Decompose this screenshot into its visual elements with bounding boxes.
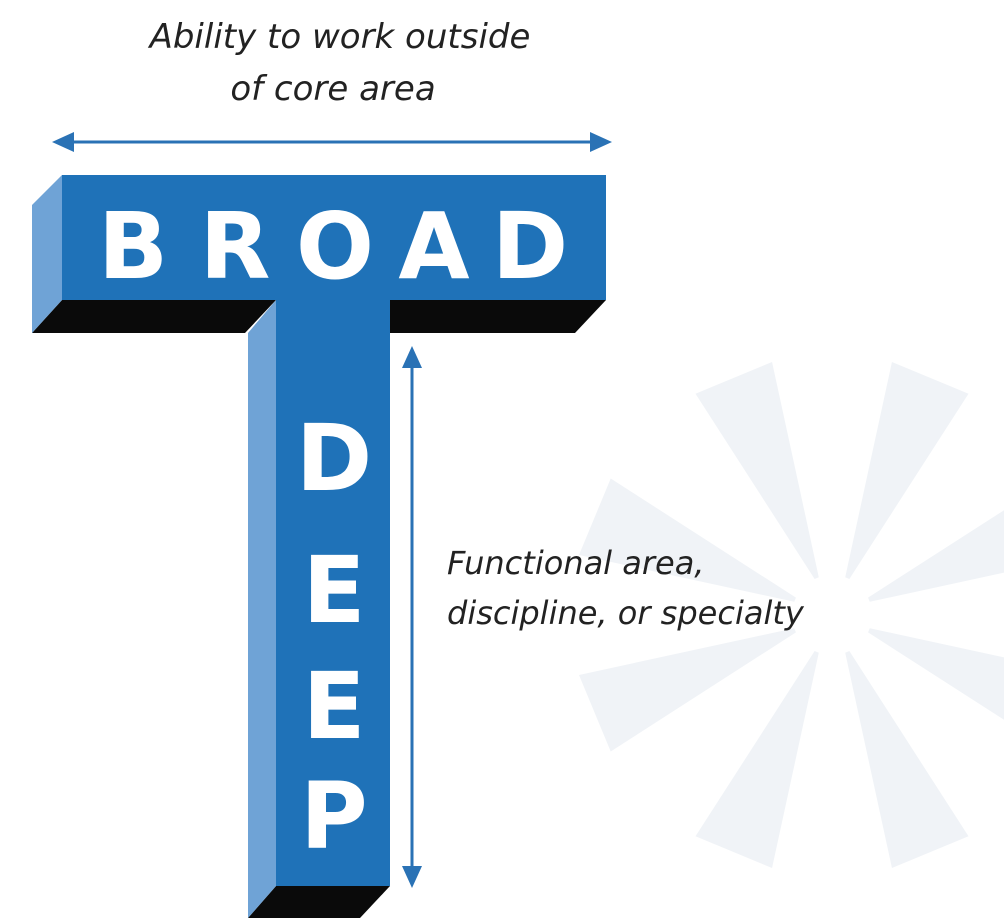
stem-side (248, 300, 276, 918)
sunburst-ray (579, 628, 796, 752)
double-arrow-horizontal-icon (52, 132, 612, 152)
deep-label: D E E P (296, 405, 372, 870)
sunburst-watermark-icon (579, 362, 1004, 868)
deep-letter-3: E (303, 653, 366, 760)
broad-letter-4: A (398, 193, 469, 300)
crossbar-front (62, 175, 606, 300)
sunburst-ray (695, 362, 819, 579)
crossbar-shadow (32, 300, 276, 333)
deep-letter-4: P (300, 763, 367, 870)
stem-shadow (248, 886, 390, 918)
sunburst-ray (845, 651, 969, 868)
sunburst-ray (845, 362, 969, 579)
double-arrow-vertical-icon (402, 346, 422, 888)
side-caption-line-2: discipline, or specialty (447, 594, 805, 632)
deep-letter-2: E (303, 537, 366, 644)
sunburst-ray (579, 478, 796, 602)
broad-letter-3: O (296, 193, 374, 300)
broad-letter-2: R (200, 193, 271, 300)
sunburst-ray (868, 510, 1004, 602)
stem-front (276, 300, 390, 886)
top-caption-line-1: Ability to work outside (148, 17, 531, 57)
broad-letter-5: D (492, 193, 568, 300)
broad-label: B R O A D (98, 193, 568, 300)
top-caption: Ability to work outside of core area (148, 17, 531, 109)
top-caption-line-2: of core area (230, 69, 435, 109)
side-caption-line-1: Functional area, (447, 544, 704, 582)
deep-letter-1: D (296, 405, 372, 512)
crossbar-side (32, 175, 62, 333)
side-caption: Functional area, discipline, or specialt… (447, 544, 805, 632)
crossbar-shadow-right (390, 300, 606, 333)
broad-letter-1: B (98, 193, 168, 300)
sunburst-ray (868, 628, 1004, 720)
t-shape: B R O A D D E E P (32, 175, 606, 918)
sunburst-ray (695, 651, 819, 868)
